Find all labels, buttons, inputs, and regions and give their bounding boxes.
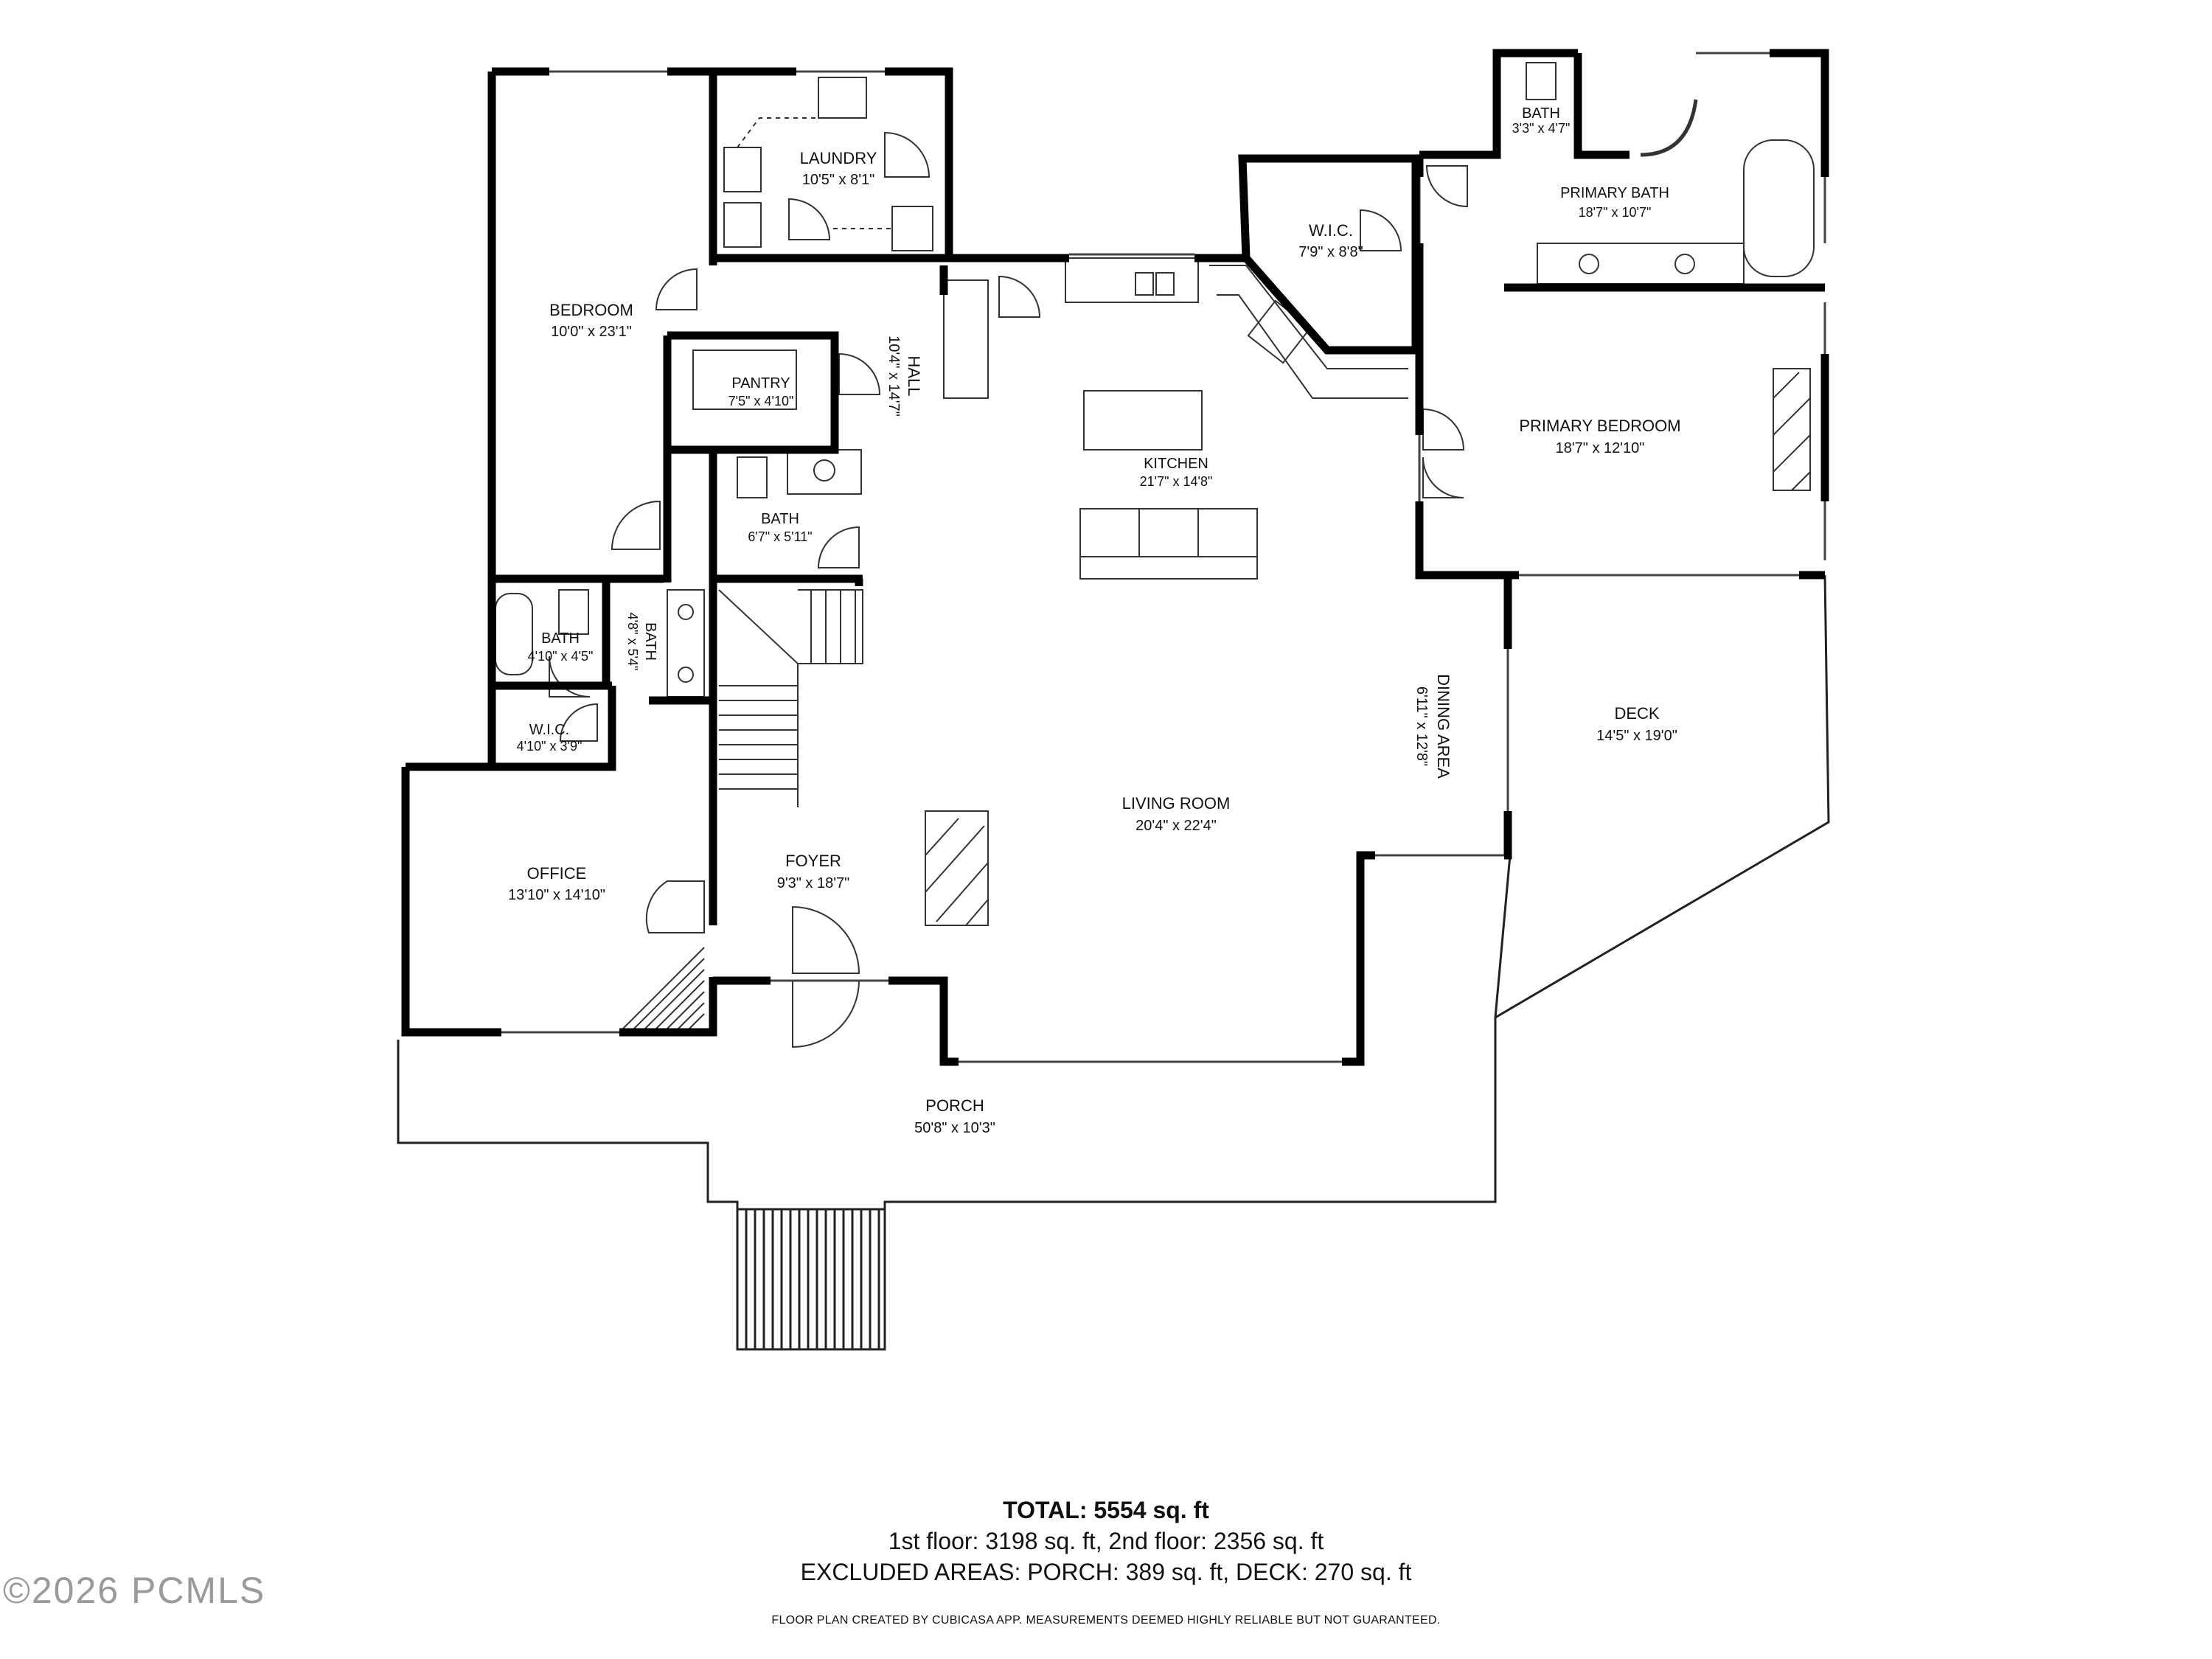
laundry-sink: [818, 77, 867, 119]
vanity: [1537, 243, 1745, 285]
total-area: TOTAL: 5554 sq. ft: [1003, 1497, 1209, 1523]
excluded-areas: EXCLUDED AREAS: PORCH: 389 sq. ft, DECK:…: [800, 1559, 1412, 1585]
office-stairs: [622, 947, 705, 1029]
interior-stairs: [718, 589, 863, 807]
toilet-left: [558, 589, 589, 635]
door-foyer-a: [792, 905, 860, 974]
outdoor-outlines: [397, 574, 1830, 1351]
label-hall: HALL: [905, 355, 923, 396]
sofa: [1079, 508, 1258, 580]
label-kitchen: KITCHEN: [1144, 456, 1208, 472]
toilet-primary: [1526, 62, 1557, 100]
label-pantry: PANTRY: [731, 375, 790, 392]
door-primary-bedroom: [1422, 456, 1464, 498]
label-foyer: FOYER: [785, 852, 841, 870]
tub-left: [495, 593, 533, 675]
door-bedroom: [655, 268, 698, 310]
dim-bath-left: 4'10" x 4'5": [528, 649, 594, 664]
label-bath-left: BATH: [541, 630, 580, 647]
toilet-center: [737, 456, 768, 498]
pantry-shelf: [692, 349, 797, 410]
fireplace-living: [925, 810, 989, 926]
dim-laundry: 10'5" x 8'1": [802, 172, 875, 188]
bathtub: [1743, 139, 1815, 277]
door-laundry: [884, 131, 931, 178]
walls: [401, 49, 1829, 1066]
label-porch: PORCH: [925, 1096, 984, 1115]
dim-wic-primary: 7'9" x 8'8": [1298, 244, 1363, 260]
dim-bath-small: 4'8" x 5'4": [625, 613, 640, 671]
kitchen-island: [1083, 390, 1203, 451]
dim-kitchen: 21'7" x 14'8": [1140, 474, 1213, 489]
dim-primary-bath: 18'7" x 10'7": [1579, 205, 1652, 220]
dim-bedroom: 10'0" x 23'1": [551, 324, 632, 340]
door-foyer-b: [792, 980, 860, 1048]
label-wic-primary: W.I.C.: [1309, 221, 1353, 240]
label-deck: DECK: [1614, 704, 1659, 723]
door-bath: [817, 526, 860, 568]
double-sink: [667, 589, 705, 698]
kitchen-sink-counter: [1065, 257, 1199, 303]
dim-bath-center: 6'7" x 5'11": [748, 529, 812, 544]
porch-stairs: [736, 1208, 886, 1351]
label-wic-left: W.I.C.: [529, 722, 569, 738]
sink-center: [787, 449, 862, 495]
dryer: [723, 202, 762, 248]
label-primary-bedroom: PRIMARY BEDROOM: [1519, 417, 1680, 435]
porch-outline: [397, 1018, 1497, 1351]
door-primary-bath: [1425, 165, 1468, 208]
label-office: OFFICE: [527, 864, 587, 883]
range: [1247, 299, 1312, 364]
dim-primary-bedroom: 18'7" x 12'10": [1556, 440, 1645, 456]
label-laundry: LAUNDRY: [800, 149, 877, 167]
dim-foyer: 9'3" x 18'7": [777, 875, 850, 891]
label-dining: DINING AREA: [1434, 674, 1453, 779]
door-hall: [838, 352, 881, 395]
dim-pantry: 7'5" x 4'10": [728, 394, 794, 408]
room-labels: BEDROOM 10'0" x 23'1" LAUNDRY 10'5" x 8'…: [508, 105, 1681, 1136]
laundry-cabinet: [891, 206, 933, 251]
door-office: [645, 880, 705, 933]
fixtures: [495, 62, 1815, 1048]
deck-outline: [1494, 574, 1830, 1020]
door-wic: [1360, 209, 1402, 251]
label-bath-small: BATH: [642, 622, 658, 661]
label-bath-center: BATH: [761, 511, 799, 527]
dim-hall: 10'4" x 14'7": [886, 335, 902, 417]
dim-deck: 14'5" x 19'0": [1596, 728, 1677, 744]
kitchen-side-counter: [943, 279, 989, 399]
label-living: LIVING ROOM: [1122, 794, 1231, 813]
floor-areas: 1st floor: 3198 sq. ft, 2nd floor: 2356 …: [888, 1528, 1324, 1554]
dim-office: 13'10" x 14'10": [508, 887, 605, 903]
dim-bath-primary-small: 3'3" x 4'7": [1512, 121, 1571, 136]
label-primary-bath: PRIMARY BATH: [1560, 185, 1669, 201]
dim-dining: 6'11" x 12'8": [1413, 686, 1430, 766]
washer: [723, 147, 762, 192]
dim-porch: 50'8" x 10'3": [914, 1120, 995, 1136]
dim-living: 20'4" x 22'4": [1135, 818, 1217, 834]
watermark: ©2026 PCMLS: [3, 1570, 266, 1611]
dim-wic-left: 4'10" x 3'9": [517, 739, 582, 754]
label-bedroom: BEDROOM: [549, 301, 633, 319]
label-bath-primary-small: BATH: [1522, 105, 1560, 122]
disclaimer: FLOOR PLAN CREATED BY CUBICASA APP. MEAS…: [771, 1614, 1441, 1627]
